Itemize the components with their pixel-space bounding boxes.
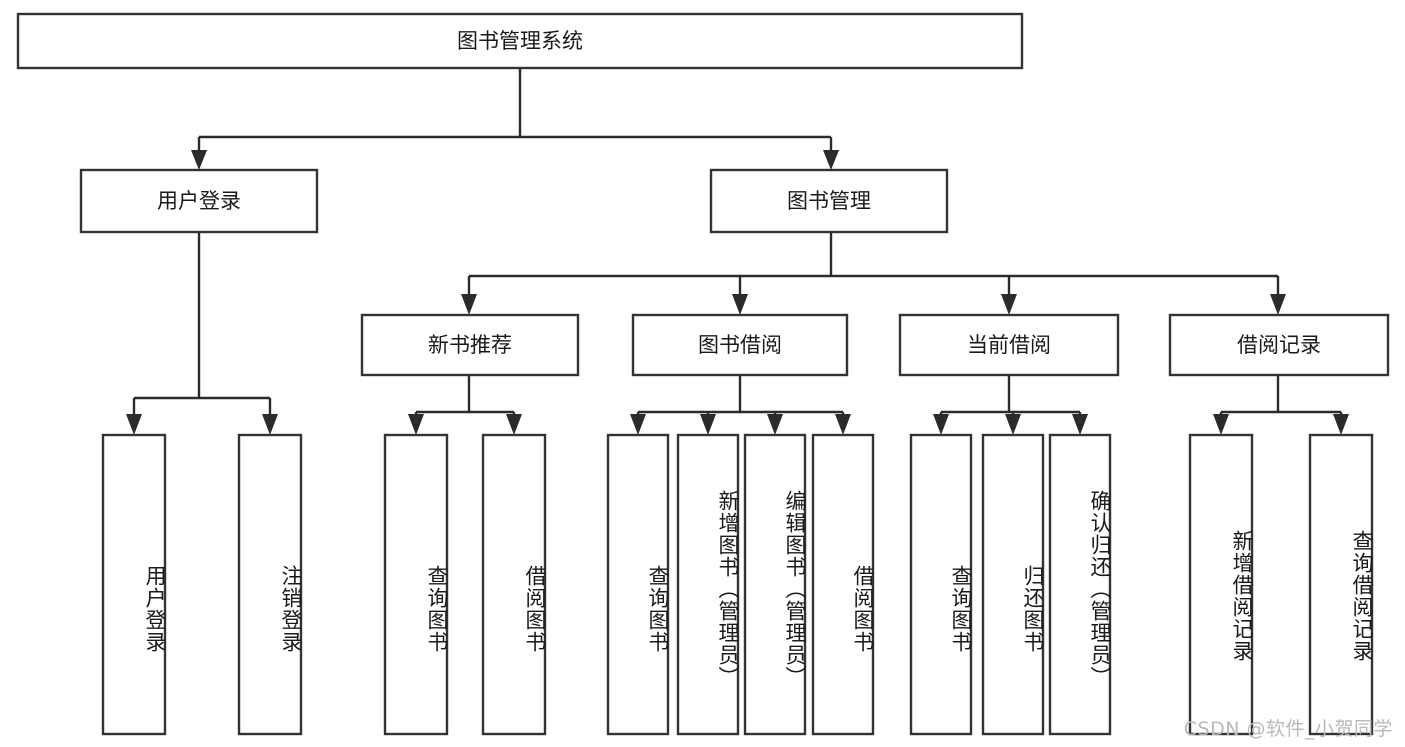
node-book-borrow[interactable]: 图书借阅 [631, 313, 849, 377]
leaf-box-edit-book-admin[interactable] [743, 433, 807, 736]
node-new-book-recommend-label: 新书推荐 [428, 333, 512, 357]
leaf-box-user-login[interactable] [101, 433, 167, 736]
node-user-login-label: 用户登录 [157, 189, 241, 213]
node-book-borrow-label: 图书借阅 [698, 333, 782, 357]
node-book-management[interactable]: 图书管理 [709, 168, 949, 234]
arrowhead-login-c1 [126, 414, 142, 435]
leaf-box-query-book-borrow[interactable] [606, 433, 670, 736]
node-root[interactable]: 图书管理系统 [16, 12, 1024, 70]
arrowhead-current-c2 [1005, 414, 1021, 435]
arrowhead-newbook-c2 [506, 414, 522, 435]
node-book-management-label: 图书管理 [787, 189, 871, 213]
arrowhead-borrow-c1 [630, 414, 646, 435]
leaf-box-confirm-return-admin[interactable] [1048, 433, 1112, 736]
arrowhead-bookmgmt-c4 [1270, 294, 1286, 315]
arrowhead-bookmgmt-c1 [461, 294, 477, 315]
csdn-watermark: CSDN @软件_小贺同学 [1183, 718, 1393, 740]
node-book-borrow-box[interactable] [631, 313, 849, 377]
leaf-box-add-borrow-record[interactable] [1188, 433, 1254, 736]
leaf-box-return-book[interactable] [981, 433, 1045, 736]
node-user-login-box[interactable] [79, 168, 319, 234]
arrowhead-root-to-bookmgmt [823, 150, 839, 170]
node-user-login[interactable]: 用户登录 [79, 168, 319, 234]
arrowhead-bookmgmt-c3 [1001, 294, 1017, 315]
arrowhead-record-c2 [1333, 414, 1349, 435]
node-book-management-box[interactable] [709, 168, 949, 234]
node-current-borrow[interactable]: 当前借阅 [898, 313, 1120, 377]
arrowhead-record-c1 [1213, 414, 1229, 435]
leaf-box-query-borrow-record[interactable] [1308, 433, 1374, 736]
arrowhead-current-c1 [933, 414, 949, 435]
leaf-box-layer [101, 433, 1374, 736]
leaf-box-query-book-rec[interactable] [383, 433, 449, 736]
connector-layer [126, 68, 1349, 435]
arrowhead-borrow-c2 [700, 414, 716, 435]
arrowhead-borrow-c4 [835, 414, 851, 435]
leaf-box-add-book-admin[interactable] [676, 433, 740, 736]
node-borrow-record-box[interactable] [1168, 313, 1390, 377]
node-current-borrow-box[interactable] [898, 313, 1120, 377]
leaf-box-query-book-current[interactable] [909, 433, 973, 736]
node-current-borrow-label: 当前借阅 [967, 333, 1051, 357]
arrowhead-login-c2 [262, 414, 278, 435]
arrowhead-current-c3 [1072, 414, 1088, 435]
leaf-box-logout[interactable] [237, 433, 303, 736]
node-root-box[interactable] [16, 12, 1024, 70]
arrowhead-root-to-login [191, 150, 207, 170]
node-borrow-record[interactable]: 借阅记录 [1168, 313, 1390, 377]
node-new-book-recommend-box[interactable] [360, 313, 580, 377]
leaf-box-borrow-book[interactable] [811, 433, 875, 736]
leaf-box-borrow-book-rec[interactable] [481, 433, 547, 736]
arrowhead-newbook-c1 [408, 414, 424, 435]
arrowhead-borrow-c3 [767, 414, 783, 435]
node-new-book-recommend[interactable]: 新书推荐 [360, 313, 580, 377]
arrowhead-bookmgmt-c2 [732, 294, 748, 315]
node-borrow-record-label: 借阅记录 [1237, 333, 1321, 357]
node-root-label: 图书管理系统 [457, 29, 583, 53]
